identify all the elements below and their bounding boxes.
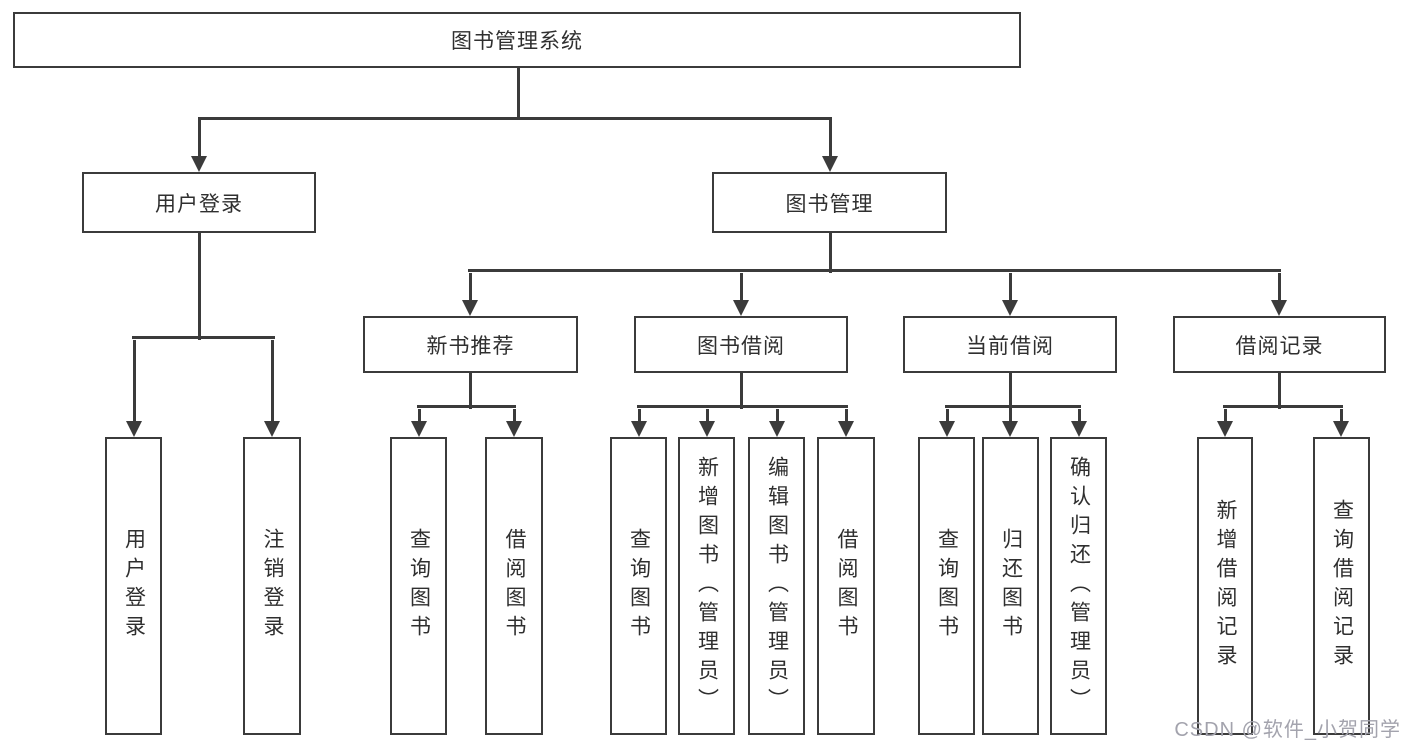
connector-line-vertical — [739, 373, 743, 409]
leaf-edit-book-admin: 编辑图书（管理员） — [748, 437, 805, 735]
connector-line-horizontal — [637, 404, 848, 408]
connector-line-horizontal — [417, 404, 516, 408]
arrow-down-icon — [1217, 421, 1233, 437]
leaf-query-books-recommend: 查询图书 — [390, 437, 447, 735]
node-current-borrowing: 当前借阅 — [903, 316, 1117, 373]
arrow-down-icon — [733, 300, 749, 316]
connector-line-vertical — [739, 273, 743, 300]
node-root: 图书管理系统 — [13, 12, 1021, 68]
node-new-book-recommend: 新书推荐 — [363, 316, 578, 373]
connector-line-vertical — [468, 273, 472, 300]
connector-line-vertical — [945, 409, 949, 421]
connector-line-vertical — [844, 409, 848, 421]
leaf-borrow-books-borrowing: 借阅图书 — [817, 437, 875, 735]
connector-line-horizontal — [198, 116, 832, 120]
arrow-down-icon — [822, 156, 838, 172]
connector-line-vertical — [1077, 409, 1081, 421]
node-book-borrowing: 图书借阅 — [634, 316, 848, 373]
arrow-down-icon — [631, 421, 647, 437]
arrow-down-icon — [939, 421, 955, 437]
connector-line-vertical — [1277, 273, 1281, 300]
arrow-down-icon — [1002, 421, 1018, 437]
connector-line-vertical — [637, 409, 641, 421]
arrow-down-icon — [769, 421, 785, 437]
arrow-down-icon — [191, 156, 207, 172]
leaf-user-login: 用户登录 — [105, 437, 162, 735]
arrow-down-icon — [411, 421, 427, 437]
leaf-logout: 注销登录 — [243, 437, 301, 735]
connector-line-vertical — [705, 409, 709, 421]
connector-line-vertical — [197, 118, 201, 156]
connector-line-horizontal — [945, 404, 1081, 408]
arrow-down-icon — [462, 300, 478, 316]
arrow-down-icon — [1071, 421, 1087, 437]
arrow-down-icon — [264, 421, 280, 437]
connector-line-vertical — [1277, 373, 1281, 409]
connector-line-vertical — [1339, 409, 1343, 421]
leaf-query-books-borrowing: 查询图书 — [610, 437, 667, 735]
connector-line-vertical — [1223, 409, 1227, 421]
connector-line-vertical — [828, 233, 832, 273]
watermark: CSDN @软件_小贺同学 — [1174, 719, 1401, 741]
connector-line-horizontal — [132, 335, 275, 339]
connector-line-vertical — [417, 409, 421, 421]
connector-line-vertical — [1008, 409, 1012, 421]
arrow-down-icon — [1271, 300, 1287, 316]
leaf-add-book-admin: 新增图书（管理员） — [678, 437, 735, 735]
leaf-return-books: 归还图书 — [982, 437, 1039, 735]
leaf-query-books-current: 查询图书 — [918, 437, 975, 735]
arrow-down-icon — [838, 421, 854, 437]
node-book-management: 图书管理 — [712, 172, 947, 233]
arrow-down-icon — [126, 421, 142, 437]
connector-line-horizontal — [468, 268, 1281, 272]
arrow-down-icon — [699, 421, 715, 437]
leaf-confirm-return-admin: 确认归还（管理员） — [1050, 437, 1107, 735]
connector-line-vertical — [132, 340, 136, 421]
connector-line-vertical — [775, 409, 779, 421]
connector-line-vertical — [512, 409, 516, 421]
connector-line-vertical — [1008, 373, 1012, 409]
connector-line-vertical — [1008, 273, 1012, 300]
connector-line-vertical — [828, 118, 832, 156]
connector-line-vertical — [270, 340, 274, 421]
leaf-add-borrow-record: 新增借阅记录 — [1197, 437, 1253, 735]
arrow-down-icon — [1333, 421, 1349, 437]
connector-line-horizontal — [1223, 404, 1343, 408]
arrow-down-icon — [506, 421, 522, 437]
arrow-down-icon — [1002, 300, 1018, 316]
leaf-borrow-books-recommend: 借阅图书 — [485, 437, 543, 735]
connector-line-vertical — [197, 233, 201, 340]
connector-line-vertical — [516, 68, 520, 118]
leaf-query-borrow-record: 查询借阅记录 — [1313, 437, 1370, 735]
node-borrowing-records: 借阅记录 — [1173, 316, 1386, 373]
node-user-login: 用户登录 — [82, 172, 316, 233]
connector-line-vertical — [468, 373, 472, 409]
